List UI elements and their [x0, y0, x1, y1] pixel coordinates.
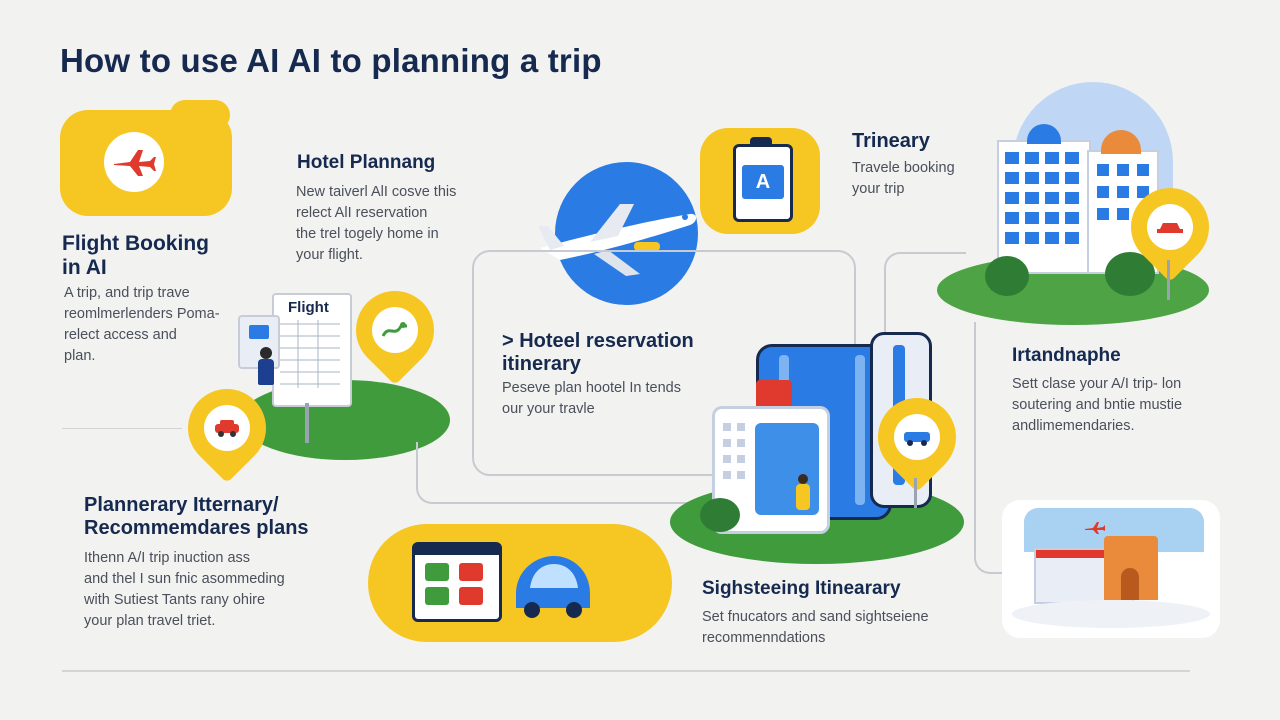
hotel-planning-body: New taiverl AlI cosve this relect AlI re… — [296, 184, 457, 263]
page-title: How to use AI AI to planning a trip — [60, 42, 602, 79]
transport-pin — [861, 381, 973, 493]
flight-booking-card — [60, 100, 232, 216]
connector-left-arrow — [416, 442, 698, 504]
flight-board-scene: Flight — [171, 274, 451, 484]
schedule-grid-icon — [280, 320, 340, 388]
trinerary-body: Travele booking your trip — [852, 160, 955, 197]
trinerary-heading: Trineary — [852, 130, 930, 152]
tablet-icon — [412, 542, 502, 622]
sightseeing-body: Set fnucators and sand sightseiene recom… — [702, 609, 929, 646]
flight-booking-heading: Flight Booking in AI — [62, 232, 209, 280]
apps-car-card — [368, 524, 672, 642]
hotel-reservation-heading: > Hoteel reservation itinerary — [502, 330, 694, 375]
tourist-figure — [796, 474, 810, 522]
sightseeing-heading: Sighsteeing Itinearary — [702, 578, 901, 599]
luggage-scene — [670, 330, 973, 565]
flight-board: Flight — [272, 293, 352, 407]
plannerary-body: Ithenn A/I trip inuction ass and thel I … — [84, 550, 285, 629]
hotel-pin — [1114, 171, 1226, 283]
flight-board-label: Flight — [288, 299, 329, 316]
hotel-scene — [935, 80, 1226, 330]
plannerary-heading: Plannerary Itternary/ Recommemdares plan… — [84, 494, 309, 539]
station-building — [1104, 536, 1158, 600]
hotel-building — [997, 140, 1091, 274]
irtandnaphe-body: Sett clase your A/I trip- lon soutering … — [1012, 376, 1183, 434]
connector-far-right — [974, 322, 1006, 574]
passport-icon: A — [733, 137, 793, 222]
car-icon — [215, 420, 239, 437]
hotel-reservation-body: Peseve plan hootel In tends our your tra… — [502, 380, 681, 417]
route-icon — [381, 322, 407, 337]
passport-card: A — [700, 128, 820, 234]
passport-letter: A — [742, 165, 784, 199]
airplane-badge — [104, 132, 164, 192]
irtandnaphe-heading: Irtandnaphe — [1012, 345, 1121, 366]
small-airplane-icon — [1085, 522, 1105, 534]
airplane-illustration — [538, 204, 696, 276]
divider-left — [62, 428, 182, 429]
car-icon — [1157, 223, 1183, 233]
car-pin — [171, 372, 283, 484]
car-icon — [516, 556, 590, 618]
airplane-icon — [114, 150, 156, 176]
flight-booking-body: A trip, and trip trave reomlmerlenders P… — [64, 285, 220, 364]
traveler-figure — [258, 347, 274, 397]
divider-bottom — [62, 670, 1190, 672]
route-pin — [339, 274, 451, 386]
station-scene — [1002, 500, 1220, 638]
hotel-planning-heading: Hotel Plannang — [297, 152, 436, 173]
bus-icon — [904, 432, 930, 446]
